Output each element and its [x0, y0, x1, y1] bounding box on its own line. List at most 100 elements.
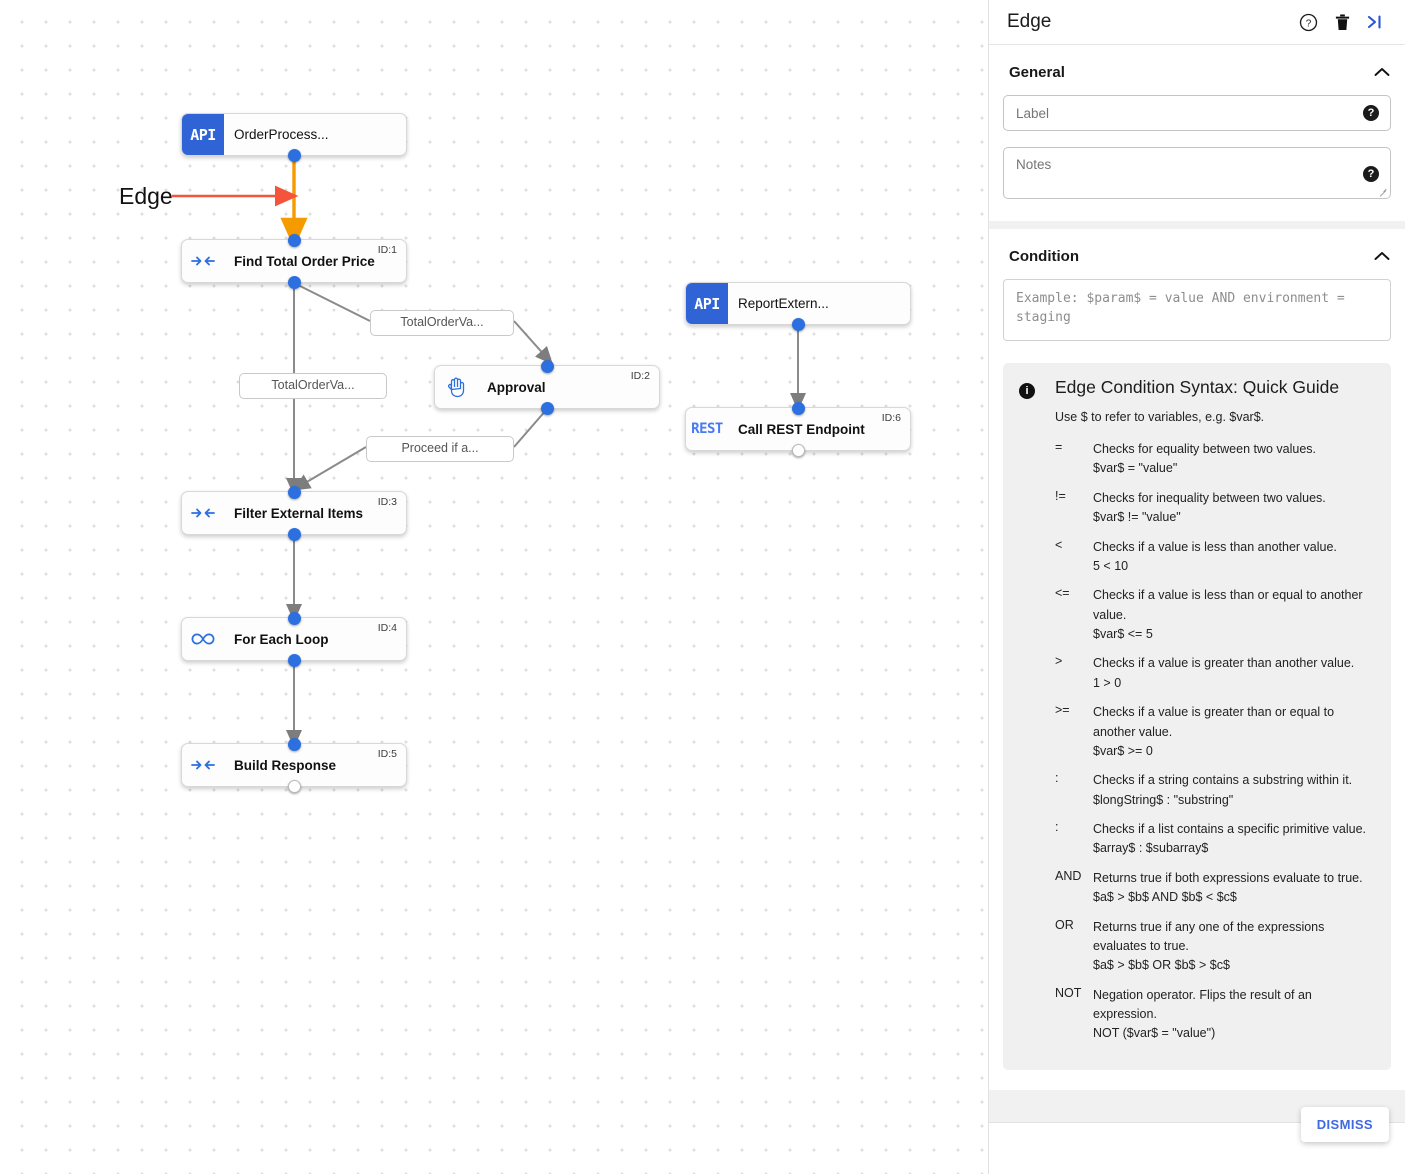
operator-row: >Checks if a value is greater than anoth…: [1055, 654, 1375, 693]
node-output-port[interactable]: [791, 317, 805, 331]
operator-row: = Checks for equality between two values.…: [1055, 440, 1375, 479]
node-for-each-loop[interactable]: For Each Loop ID:4: [181, 611, 407, 667]
chevron-up-icon[interactable]: [1373, 63, 1391, 81]
node-title: For Each Loop: [234, 631, 329, 647]
hand-icon: [435, 366, 477, 408]
operator-example: 5 < 10: [1093, 558, 1129, 573]
operator-symbol: =: [1055, 440, 1063, 454]
condition-section: Condition Example: $param$ = value AND e…: [989, 229, 1405, 1090]
node-output-port[interactable]: [287, 275, 301, 289]
trash-icon[interactable]: [1327, 7, 1357, 37]
operator-row: >=Checks if a value is greater than or e…: [1055, 703, 1375, 761]
condition-syntax-guide: i Edge Condition Syntax: Quick Guide Use…: [1003, 363, 1391, 1070]
operator-example: $var$ = "value": [1093, 461, 1178, 476]
node-input-port[interactable]: [287, 737, 301, 751]
operator-symbol: !=: [1055, 488, 1066, 503]
node-call-rest-endpoint[interactable]: REST Call REST Endpoint ID:6: [685, 401, 911, 457]
node-filter-external-items[interactable]: Filter External Items ID:3: [181, 485, 407, 541]
node-id-badge: ID:5: [377, 748, 397, 760]
panel-spacer: [989, 1089, 1405, 1098]
node-input-port[interactable]: [540, 359, 554, 373]
node-id-badge: ID:1: [377, 244, 397, 256]
general-section-title: General: [1009, 63, 1065, 81]
node-output-port[interactable]: [287, 527, 301, 541]
operator-description: Checks for inequality between two values…: [1093, 490, 1326, 505]
collapse-panel-icon[interactable]: [1361, 7, 1391, 37]
node-report-extern[interactable]: API ReportExtern...: [685, 282, 911, 331]
node-id-badge: ID:2: [630, 370, 650, 382]
transform-icon: [182, 744, 224, 786]
dismiss-button[interactable]: DISMISS: [1300, 1107, 1389, 1142]
edge-label[interactable]: Proceed if a...: [366, 436, 514, 462]
operator-example: $var$ >= 0: [1093, 743, 1153, 758]
api-icon: API: [182, 114, 224, 155]
operator-symbol: <=: [1055, 586, 1070, 601]
node-build-response[interactable]: Build Response ID:5: [181, 737, 407, 793]
operator-description-wrap: Checks for inequality between two values…: [1093, 489, 1375, 528]
operator-symbol: NOT: [1055, 985, 1082, 1000]
node-title: ReportExtern...: [738, 296, 829, 311]
node-output-port[interactable]: [540, 401, 554, 415]
edge-label[interactable]: TotalOrderVa...: [370, 310, 514, 336]
operator-row: NOT Negation operator. Flips the result o…: [1055, 986, 1375, 1044]
node-approval[interactable]: Approval ID:2: [434, 359, 660, 415]
node-title: Build Response: [234, 757, 337, 773]
operator-example: $var$ != "value": [1093, 510, 1181, 525]
operator-example: $a$ > $b$ AND $b$ < $c$: [1093, 890, 1237, 905]
help-circle-icon[interactable]: ?: [1293, 7, 1323, 37]
label-help-icon[interactable]: ?: [1363, 105, 1379, 121]
node-title: Call REST Endpoint: [738, 421, 865, 437]
edge-label[interactable]: TotalOrderVa...: [239, 373, 387, 399]
panel-footer: DISMISS: [989, 1107, 1405, 1174]
transform-icon: [182, 492, 224, 534]
node-title: Filter External Items: [234, 505, 364, 521]
operator-description: Checks if a list contains a specific pri…: [1093, 822, 1367, 836]
operator-description: Returns true if any one of the expressio…: [1093, 919, 1325, 953]
condition-expression-input[interactable]: Example: $param$ = value AND environment…: [1003, 279, 1391, 341]
operator-description: Negation operator. Flips the result of a…: [1093, 987, 1312, 1021]
operator-description-wrap: Checks if a value is less than or equal …: [1093, 586, 1375, 644]
general-section-header[interactable]: General: [1003, 59, 1391, 95]
operator-description: Checks if a value is greater than or equ…: [1093, 705, 1335, 739]
edge-connections: [172, 156, 806, 748]
operator-description-wrap: Returns true if any one of the expressio…: [1093, 918, 1375, 976]
node-output-port[interactable]: [287, 148, 301, 162]
panel-body: General ? ?: [989, 45, 1405, 1122]
condition-section-header[interactable]: Condition: [1003, 243, 1391, 279]
notes-input[interactable]: [1004, 148, 1390, 198]
flow-canvas[interactable]: Edge API OrderProcess... Find Total Orde…: [0, 0, 988, 1174]
operator-description: Checks if a value is less than or equal …: [1093, 588, 1363, 622]
api-icon: API: [686, 283, 728, 324]
infinity-icon: [182, 618, 224, 660]
node-output-port[interactable]: [791, 443, 805, 457]
transform-icon: [182, 240, 224, 282]
page-title: Edge: [1007, 11, 1052, 32]
node-id-badge: ID:4: [377, 622, 397, 634]
guide-title: Edge Condition Syntax: Quick Guide: [1055, 377, 1340, 397]
node-find-total-order-price[interactable]: Find Total Order Price ID:1: [181, 233, 407, 289]
operator-description: Checks for equality between two values.: [1093, 442, 1317, 456]
node-output-port[interactable]: [287, 779, 301, 793]
node-input-port[interactable]: [287, 611, 301, 625]
operator-symbol: OR: [1055, 917, 1074, 932]
label-input[interactable]: [1004, 96, 1390, 130]
general-section: General ? ?: [989, 45, 1405, 221]
node-input-port[interactable]: [791, 401, 805, 415]
node-input-port[interactable]: [287, 233, 301, 247]
node-output-port[interactable]: [287, 653, 301, 667]
label-field-wrapper[interactable]: ?: [1003, 95, 1391, 131]
notes-help-icon[interactable]: ?: [1363, 166, 1379, 182]
operator-description-wrap: Checks if a list contains a specific pri…: [1093, 820, 1375, 859]
operator-symbol: >: [1055, 654, 1063, 669]
operator-example: $longString$ : "substring": [1093, 792, 1234, 807]
node-order-process[interactable]: API OrderProcess...: [181, 113, 407, 162]
node-input-port[interactable]: [287, 485, 301, 499]
info-icon: i: [1019, 383, 1035, 399]
notes-field-wrapper[interactable]: ?: [1003, 147, 1391, 199]
operator-symbol: AND: [1055, 868, 1082, 883]
operator-symbol: <: [1055, 537, 1063, 552]
chevron-up-icon[interactable]: [1373, 247, 1391, 265]
node-id-badge: ID:3: [377, 496, 397, 508]
operator-row: != Checks for inequality between two valu…: [1055, 489, 1375, 528]
